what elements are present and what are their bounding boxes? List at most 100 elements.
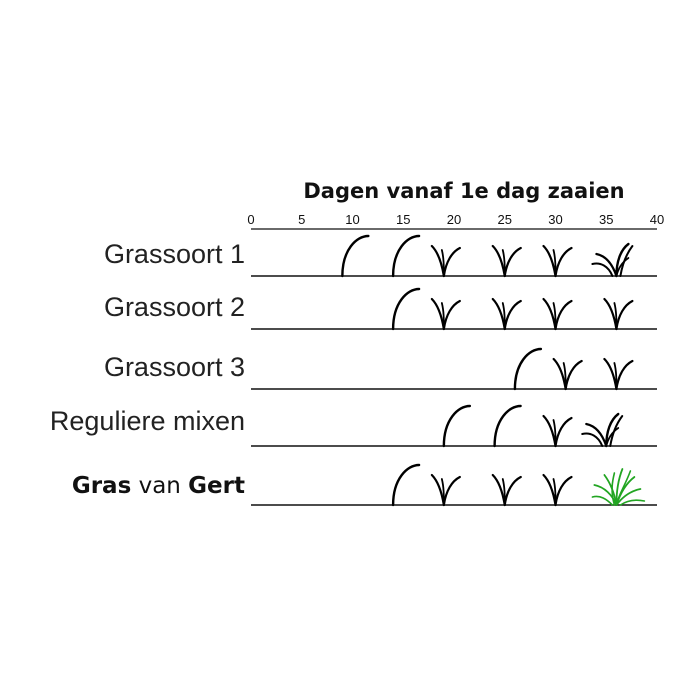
x-tick-label: 25 bbox=[498, 212, 512, 227]
grass-blade bbox=[501, 478, 506, 506]
grass-mark bbox=[491, 297, 522, 331]
grass-blade bbox=[591, 495, 614, 506]
row-label-part: Grassoort 2 bbox=[104, 292, 245, 322]
grass-mark bbox=[542, 244, 573, 278]
grass-blade bbox=[503, 475, 522, 507]
grass-mark bbox=[430, 473, 461, 507]
row-label-part: Grassoort 3 bbox=[104, 352, 245, 382]
grass-blade bbox=[442, 299, 461, 331]
grass-blade bbox=[493, 404, 522, 448]
grass-blade bbox=[552, 419, 557, 447]
x-tick-label: 15 bbox=[396, 212, 410, 227]
x-tick-label: 0 bbox=[247, 212, 254, 227]
row-label: Reguliere mixen bbox=[50, 406, 245, 436]
row-label-part: van bbox=[131, 473, 188, 499]
grass-blade bbox=[554, 416, 573, 448]
grass-blade bbox=[552, 249, 557, 277]
grass-mark bbox=[442, 404, 472, 448]
grass-blade bbox=[562, 362, 567, 390]
grass-blade bbox=[554, 246, 573, 278]
grass-blade bbox=[611, 472, 616, 506]
grass-mark bbox=[591, 242, 634, 278]
x-tick-label: 40 bbox=[650, 212, 664, 227]
grass-blade bbox=[595, 252, 618, 278]
grass-mark bbox=[491, 473, 522, 507]
grass-mark bbox=[391, 463, 421, 507]
grass-blade bbox=[501, 249, 506, 277]
grass-mark bbox=[542, 473, 573, 507]
grass-blade bbox=[501, 302, 506, 330]
grass-blade bbox=[442, 404, 472, 448]
grass-mark bbox=[341, 234, 370, 278]
grass-blade bbox=[615, 488, 642, 506]
row-label: Grassoort 1 bbox=[104, 239, 245, 269]
grass-blade bbox=[609, 415, 624, 447]
grass-blade bbox=[391, 463, 421, 507]
chart-row: Grassoort 3 bbox=[104, 347, 657, 391]
chart-rows: Grassoort 1 Grassoort 2 Grassoort 3 Regulie… bbox=[50, 234, 657, 507]
grass-mark bbox=[542, 297, 573, 331]
grass-mark bbox=[603, 357, 634, 391]
grass-blade bbox=[615, 299, 634, 331]
grass-mark bbox=[603, 297, 634, 331]
grass-blade bbox=[613, 302, 618, 330]
x-tick-label: 10 bbox=[345, 212, 359, 227]
grass-blade bbox=[391, 287, 421, 331]
grass-blade bbox=[581, 432, 604, 447]
x-tick-label: 20 bbox=[447, 212, 461, 227]
x-tick-label: 35 bbox=[599, 212, 613, 227]
grass-blade bbox=[503, 299, 522, 331]
grass-blade bbox=[605, 427, 620, 447]
grass-blade bbox=[442, 475, 461, 507]
grass-blade bbox=[391, 234, 421, 278]
chart-row: Gras van Gert bbox=[72, 463, 657, 507]
grass-mark bbox=[542, 414, 573, 448]
grass-blade bbox=[440, 249, 445, 277]
grass-blade bbox=[613, 362, 618, 390]
grass-blade bbox=[554, 299, 573, 331]
grass-blade bbox=[513, 347, 543, 391]
grass-blade bbox=[615, 468, 624, 506]
grass-mark bbox=[491, 244, 522, 278]
x-tick-label: 5 bbox=[298, 212, 305, 227]
grass-mark bbox=[391, 234, 421, 278]
grass-blade bbox=[615, 359, 634, 391]
row-label: Grassoort 2 bbox=[104, 292, 245, 322]
grass-blade bbox=[619, 499, 646, 506]
grass-blade bbox=[440, 302, 445, 330]
grass-blade bbox=[564, 359, 583, 391]
grass-mark bbox=[391, 287, 421, 331]
row-label: Grassoort 3 bbox=[104, 352, 245, 382]
grass-blade bbox=[341, 234, 370, 278]
grass-blade bbox=[552, 478, 557, 506]
grass-blade bbox=[552, 302, 557, 330]
grass-blade bbox=[591, 262, 614, 277]
chart-title: Dagen vanaf 1e dag zaaien bbox=[303, 179, 624, 203]
x-tick-label: 30 bbox=[548, 212, 562, 227]
grass-mark bbox=[513, 347, 543, 391]
row-label-part: Gras bbox=[72, 473, 131, 499]
grass-mark bbox=[552, 357, 583, 391]
chart-row: Grassoort 1 bbox=[104, 234, 657, 278]
chart-row: Grassoort 2 bbox=[104, 287, 657, 331]
row-label-part: Grassoort 1 bbox=[104, 239, 245, 269]
grass-mark-green bbox=[591, 468, 646, 506]
grass-mark bbox=[493, 404, 522, 448]
row-label: Gras van Gert bbox=[72, 473, 245, 499]
grass-mark bbox=[430, 244, 461, 278]
grass-blade bbox=[615, 470, 632, 506]
row-label-part: Gert bbox=[188, 473, 245, 499]
x-axis: 0 5 10 15 20 25 30 35 40 bbox=[247, 212, 664, 230]
grass-blade bbox=[585, 422, 608, 448]
grass-blade bbox=[440, 478, 445, 506]
grass-mark bbox=[581, 412, 624, 448]
grass-blade bbox=[554, 475, 573, 507]
grass-blade bbox=[619, 245, 634, 277]
grass-blade bbox=[442, 246, 461, 278]
grass-blade bbox=[503, 246, 522, 278]
grass-mark bbox=[430, 297, 461, 331]
row-label-part: Reguliere mixen bbox=[50, 406, 245, 436]
chart-row: Reguliere mixen bbox=[50, 404, 657, 448]
grass-blade bbox=[615, 257, 630, 277]
